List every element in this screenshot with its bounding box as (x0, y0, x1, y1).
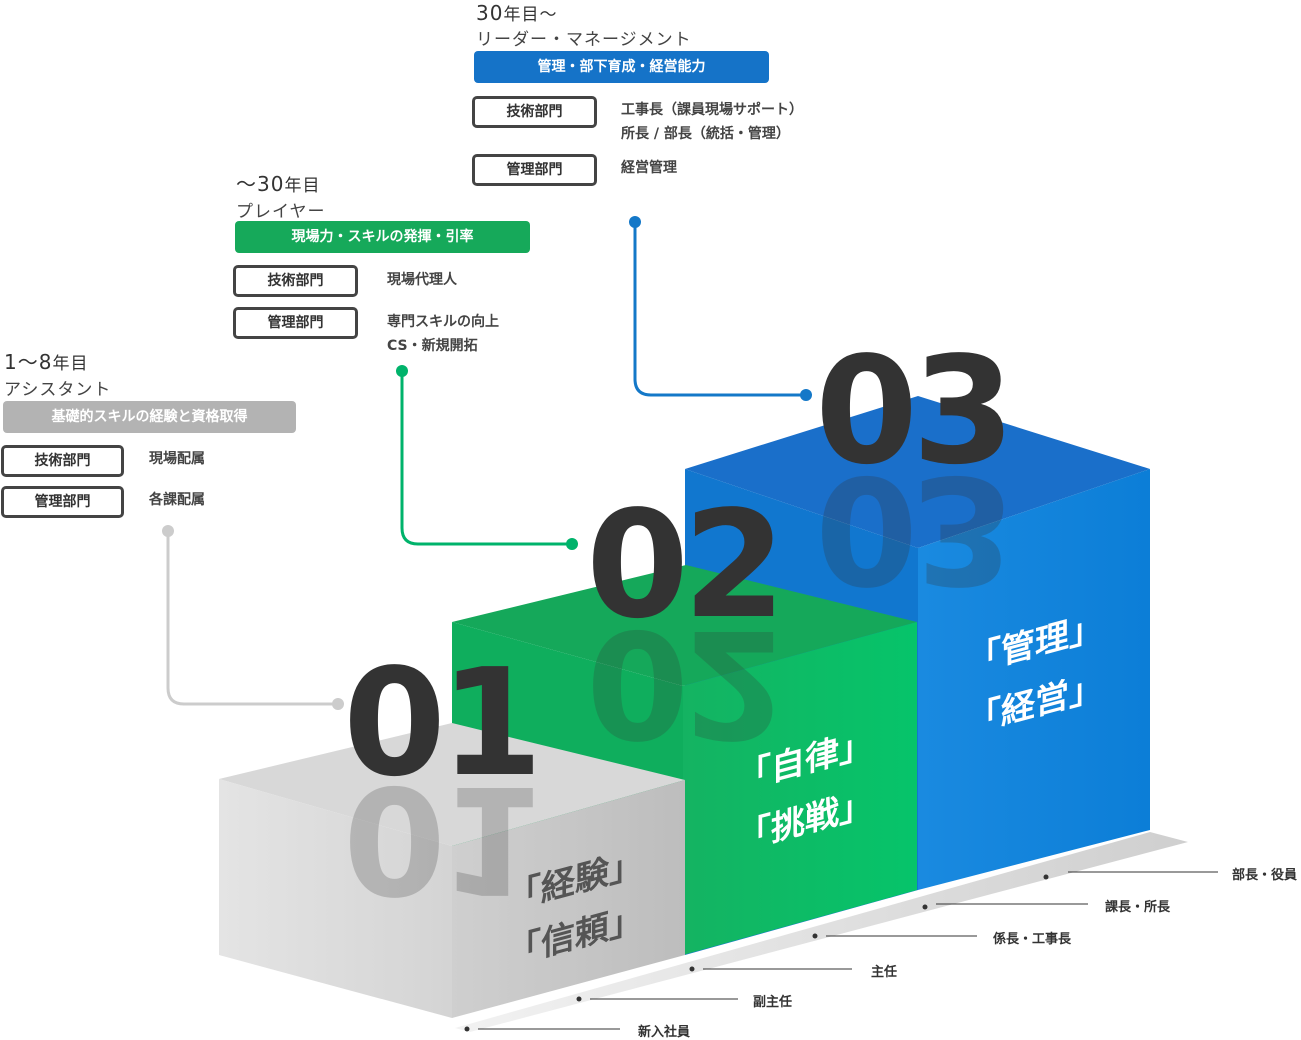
phase-03-banner: 管理・部下育成・経営能力 (474, 51, 769, 83)
rank-line-4 (922, 903, 1088, 910)
rank-ladder (464, 871, 1218, 1032)
rank-line-5 (1043, 871, 1218, 880)
phase-02-dept-tech: 技術部門 (233, 265, 358, 297)
phase-03-years: 30年目～ (476, 1, 558, 25)
phase-03-dept-tech-desc: 工事長（課員現場サポート） 所長 / 部長（統括・管理） (621, 102, 803, 142)
phase-01-dept-admin-desc: 各課配属 (149, 492, 205, 508)
phase-01-dept-tech-desc: 現場配属 (149, 451, 205, 467)
phase-01-dept-admin: 管理部門 (1, 486, 124, 518)
phase-01-years: 1～8年目 (4, 350, 89, 374)
phase-02-banner: 現場力・スキルの発揮・引率 (235, 221, 530, 253)
svg-text:03: 03 (815, 325, 1009, 497)
svg-text:03: 03 (815, 443, 1009, 615)
phase-02-role: プレイヤー (236, 202, 326, 222)
rank-line-1 (576, 996, 738, 1002)
phase-02-dept-admin: 管理部門 (233, 307, 358, 339)
svg-text:01: 01 (343, 753, 537, 925)
phase-01-info: 1～8年目 アシスタント (4, 346, 111, 400)
rank-line-3 (812, 933, 977, 939)
phase-03-dept-admin: 管理部門 (472, 154, 597, 186)
svg-text:02: 02 (586, 597, 780, 769)
phase-02-dept-tech-desc: 現場代理人 (387, 272, 457, 288)
step-block-01 (219, 723, 685, 1018)
phase-01-banner: 基礎的スキルの経験と資格取得 (3, 401, 296, 433)
rank-label-2: 主任 (871, 965, 898, 980)
rank-label-5: 部長・役員 (1232, 868, 1298, 883)
svg-text:02: 02 (586, 479, 780, 651)
connector-02 (396, 365, 578, 550)
rank-label-0: 新入社員 (638, 1025, 691, 1040)
rank-line-2 (689, 966, 852, 972)
phase-03-info: 30年目～ リーダー・マネージメント (476, 0, 692, 50)
step-number-01: 01 01 (343, 637, 543, 925)
phase-02-dept-admin-desc: 専門スキルの向上 CS・新規開拓 (387, 314, 499, 354)
phase-02-info: ～30年目 プレイヤー (236, 168, 326, 222)
step-number-02: 02 02 (586, 479, 786, 769)
phase-01-dept-tech: 技術部門 (1, 445, 124, 477)
step-number-03: 03 03 (815, 325, 1015, 615)
rank-line-0 (464, 1026, 620, 1032)
connector-01 (162, 525, 344, 710)
phase-03-dept-tech: 技術部門 (472, 96, 597, 128)
rank-label-1: 副主任 (753, 995, 793, 1010)
base-floor (455, 832, 1188, 1032)
phase-02-years: ～30年目 (236, 172, 321, 196)
phase-03-dept-admin-desc: 経営管理 (621, 160, 677, 176)
svg-text:01: 01 (343, 637, 537, 809)
phase-01-role: アシスタント (4, 380, 112, 400)
rank-label-3: 係長・工事長 (993, 932, 1072, 947)
phase-03-role: リーダー・マネージメント (476, 30, 692, 50)
rank-label-4: 課長・所長 (1105, 900, 1171, 915)
connector-03 (629, 216, 812, 401)
